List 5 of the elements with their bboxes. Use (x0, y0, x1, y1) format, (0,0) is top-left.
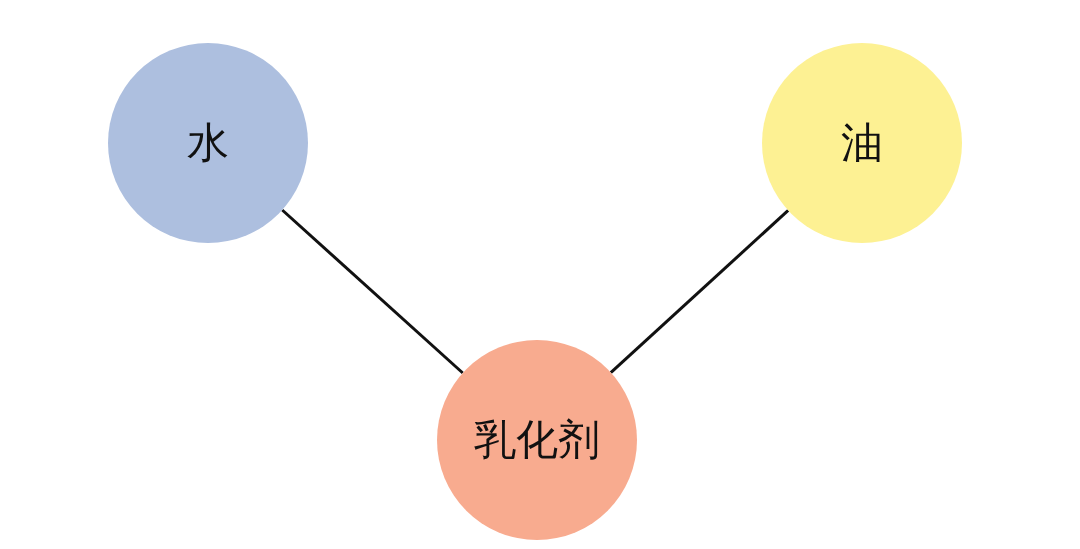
circle-node: 水 (108, 43, 308, 243)
connector-line (281, 208, 464, 375)
circle-node: 乳化剂 (437, 340, 637, 540)
circle-node: 油 (762, 43, 962, 243)
connector-line (609, 209, 790, 374)
